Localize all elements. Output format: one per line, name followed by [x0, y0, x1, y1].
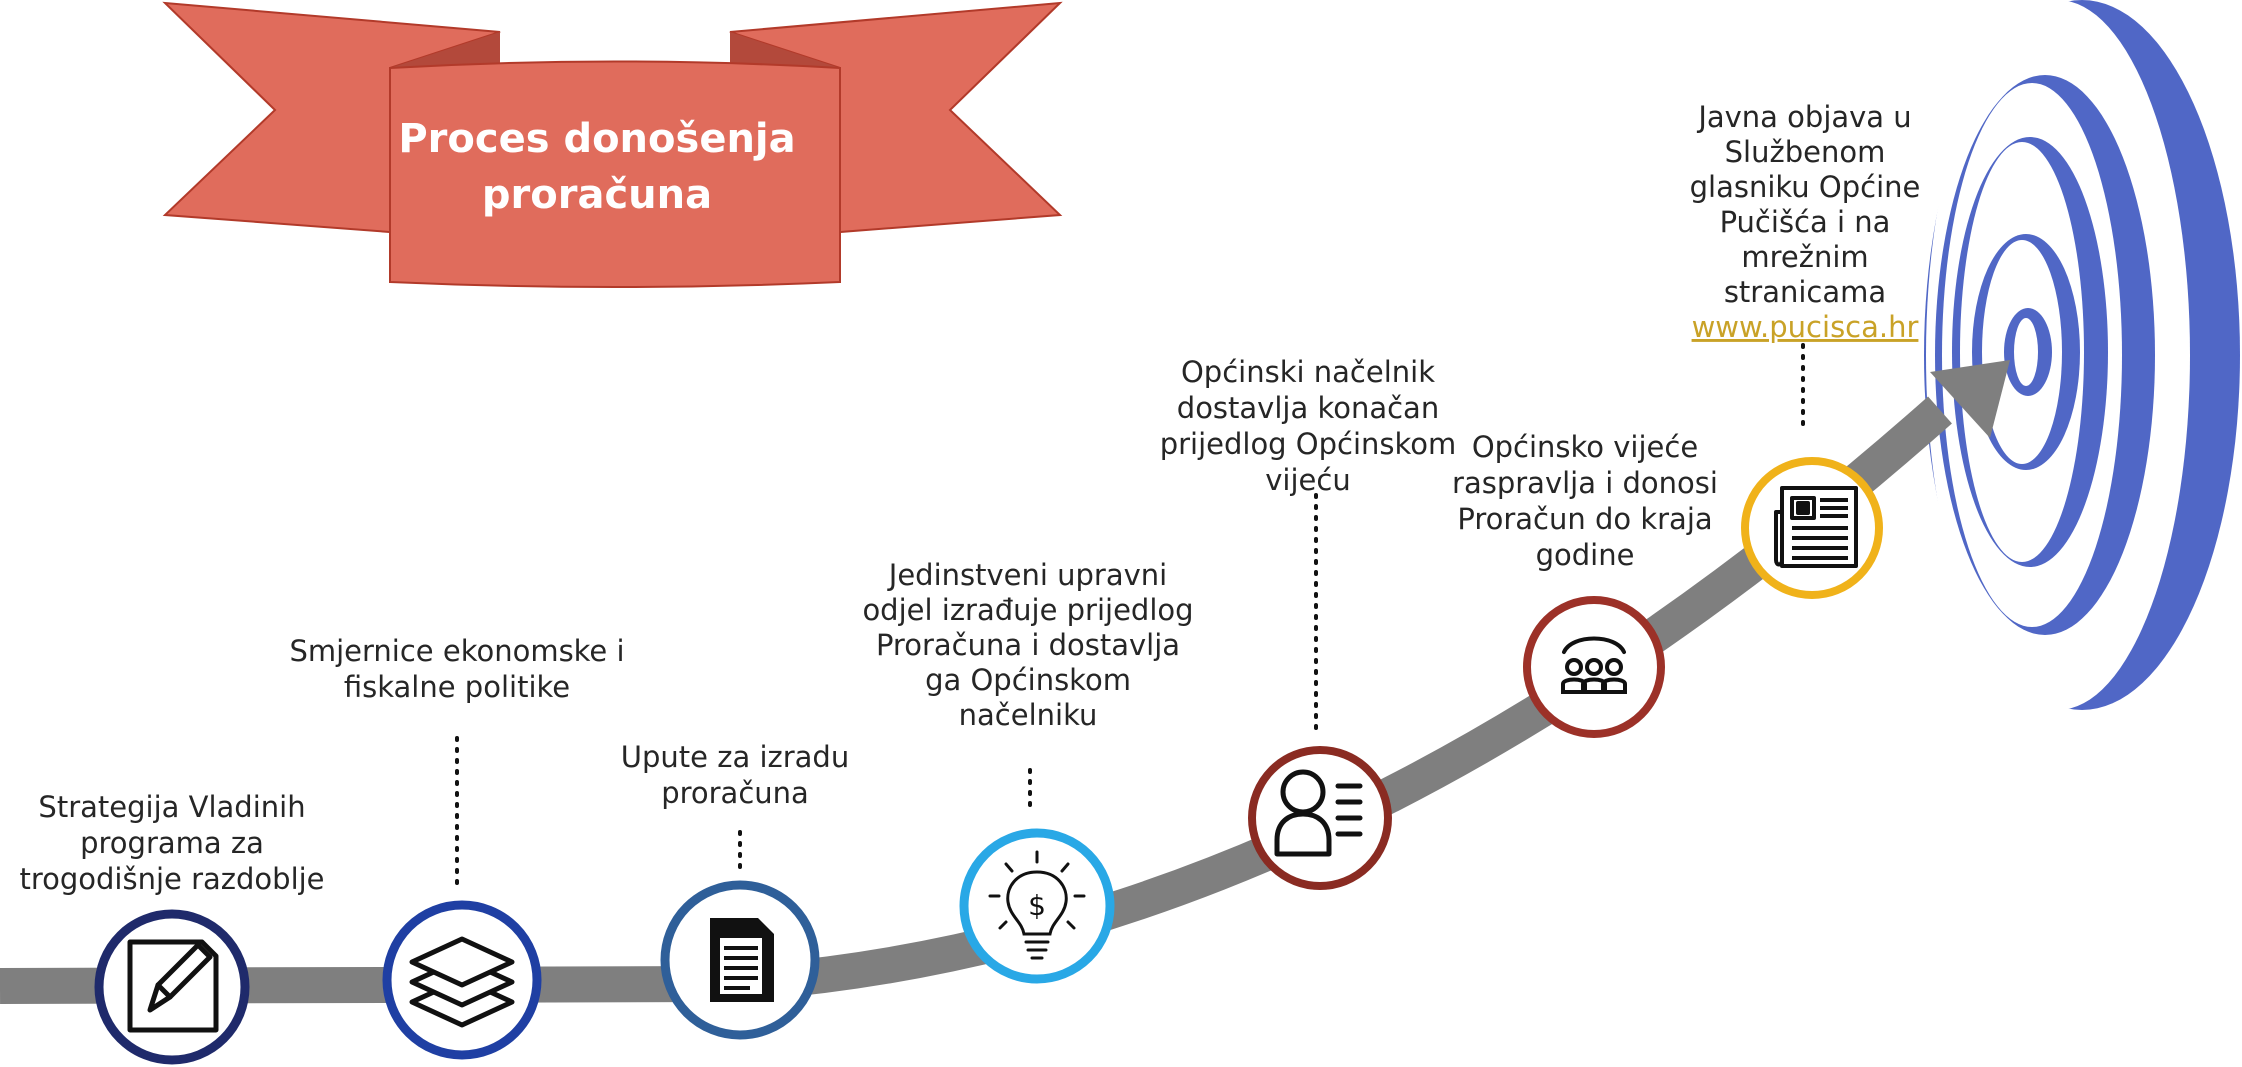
step-5-line-1: Općinski načelnik [1181, 355, 1435, 389]
step-6-line-1: Općinsko vijeće [1472, 430, 1698, 464]
step-2-line-2: fiskalne politike [344, 670, 570, 704]
svg-text:$: $ [1028, 889, 1046, 922]
step-7-line-6: stranicama [1724, 275, 1886, 309]
person-list-icon [1274, 769, 1363, 857]
arrow-head [1930, 360, 2010, 438]
newspaper-icon [1774, 486, 1858, 568]
banner-title-line-2: proračuna [482, 172, 712, 218]
step-7-line-5: mrežnim [1741, 240, 1868, 274]
connectors [455, 343, 1805, 890]
step-4-node: $ [959, 828, 1115, 984]
step-5-line-2: dostavlja konačan [1177, 391, 1439, 425]
step-3-line-2: proračuna [661, 776, 809, 810]
step-7-line-2: Službenom [1725, 135, 1886, 169]
step-4-line-2: odjel izrađuje prijedlog [862, 593, 1193, 627]
step-7-line-1: Javna objava u [1696, 100, 1911, 134]
step-3-node [660, 880, 820, 1040]
step-7-line-4: Pučišća i na [1720, 205, 1891, 239]
step-5-line-4: vijeću [1265, 463, 1350, 497]
banner-center [389, 60, 841, 288]
step-3-label: Upute za izradu proračuna [621, 740, 849, 810]
step-1-node [94, 909, 250, 1065]
step-4-line-5: načelniku [959, 698, 1098, 732]
banner-left-fold [390, 32, 500, 68]
step-6-label: Općinsko vijeće raspravlja i donosi Pror… [1452, 430, 1718, 572]
step-5-node [1248, 746, 1392, 890]
target-icon [1924, 0, 2240, 710]
step-6-line-4: godine [1536, 538, 1635, 572]
edit-document-icon [127, 939, 219, 1033]
step-5-label: Općinski načelnik dostavlja konačan prij… [1160, 355, 1457, 497]
step-6-line-2: raspravlja i donosi [1452, 466, 1718, 500]
step-2-line-1: Smjernice ekonomske i [289, 634, 624, 668]
step-6-node [1523, 596, 1665, 738]
step-6-line-3: Proračun do kraja [1457, 502, 1712, 536]
step-4-line-4: ga Općinskom [925, 663, 1131, 697]
money-lightbulb-icon: $ [988, 850, 1086, 960]
title-banner: Proces donošenja proračuna [162, 1, 1063, 288]
step-4-line-3: Proračuna i dostavlja [876, 628, 1180, 662]
step-7-node [1741, 457, 1883, 599]
step-2-node [382, 900, 542, 1060]
step-5-line-3: prijedlog Općinskom [1160, 427, 1457, 461]
step-7-line-3: glasniku Općine [1690, 170, 1921, 204]
banner-right-fold [730, 32, 840, 68]
document-icon [710, 918, 774, 1002]
step-4-line-1: Jedinstveni upravni [887, 558, 1167, 592]
step-1-line-2: programa za [80, 826, 264, 860]
step-1-line-3: trogodišnje razdoblje [19, 862, 324, 896]
step-4-label: Jedinstveni upravni odjel izrađuje prije… [862, 558, 1193, 732]
banner-title-line-1: Proces donošenja [398, 116, 795, 162]
step-1-line-1: Strategija Vladinih [38, 790, 305, 824]
step-3-line-1: Upute za izradu [621, 740, 849, 774]
council-meeting-icon [1561, 636, 1627, 694]
pucisca-website-link[interactable]: www.pucisca.hr [1692, 310, 1919, 344]
step-2-label: Smjernice ekonomske i fiskalne politike [289, 634, 624, 704]
layers-icon [409, 936, 515, 1028]
step-7-label: Javna objava u Službenom glasniku Općine… [1690, 100, 1921, 344]
step-1-label: Strategija Vladinih programa za trogodiš… [19, 790, 324, 896]
